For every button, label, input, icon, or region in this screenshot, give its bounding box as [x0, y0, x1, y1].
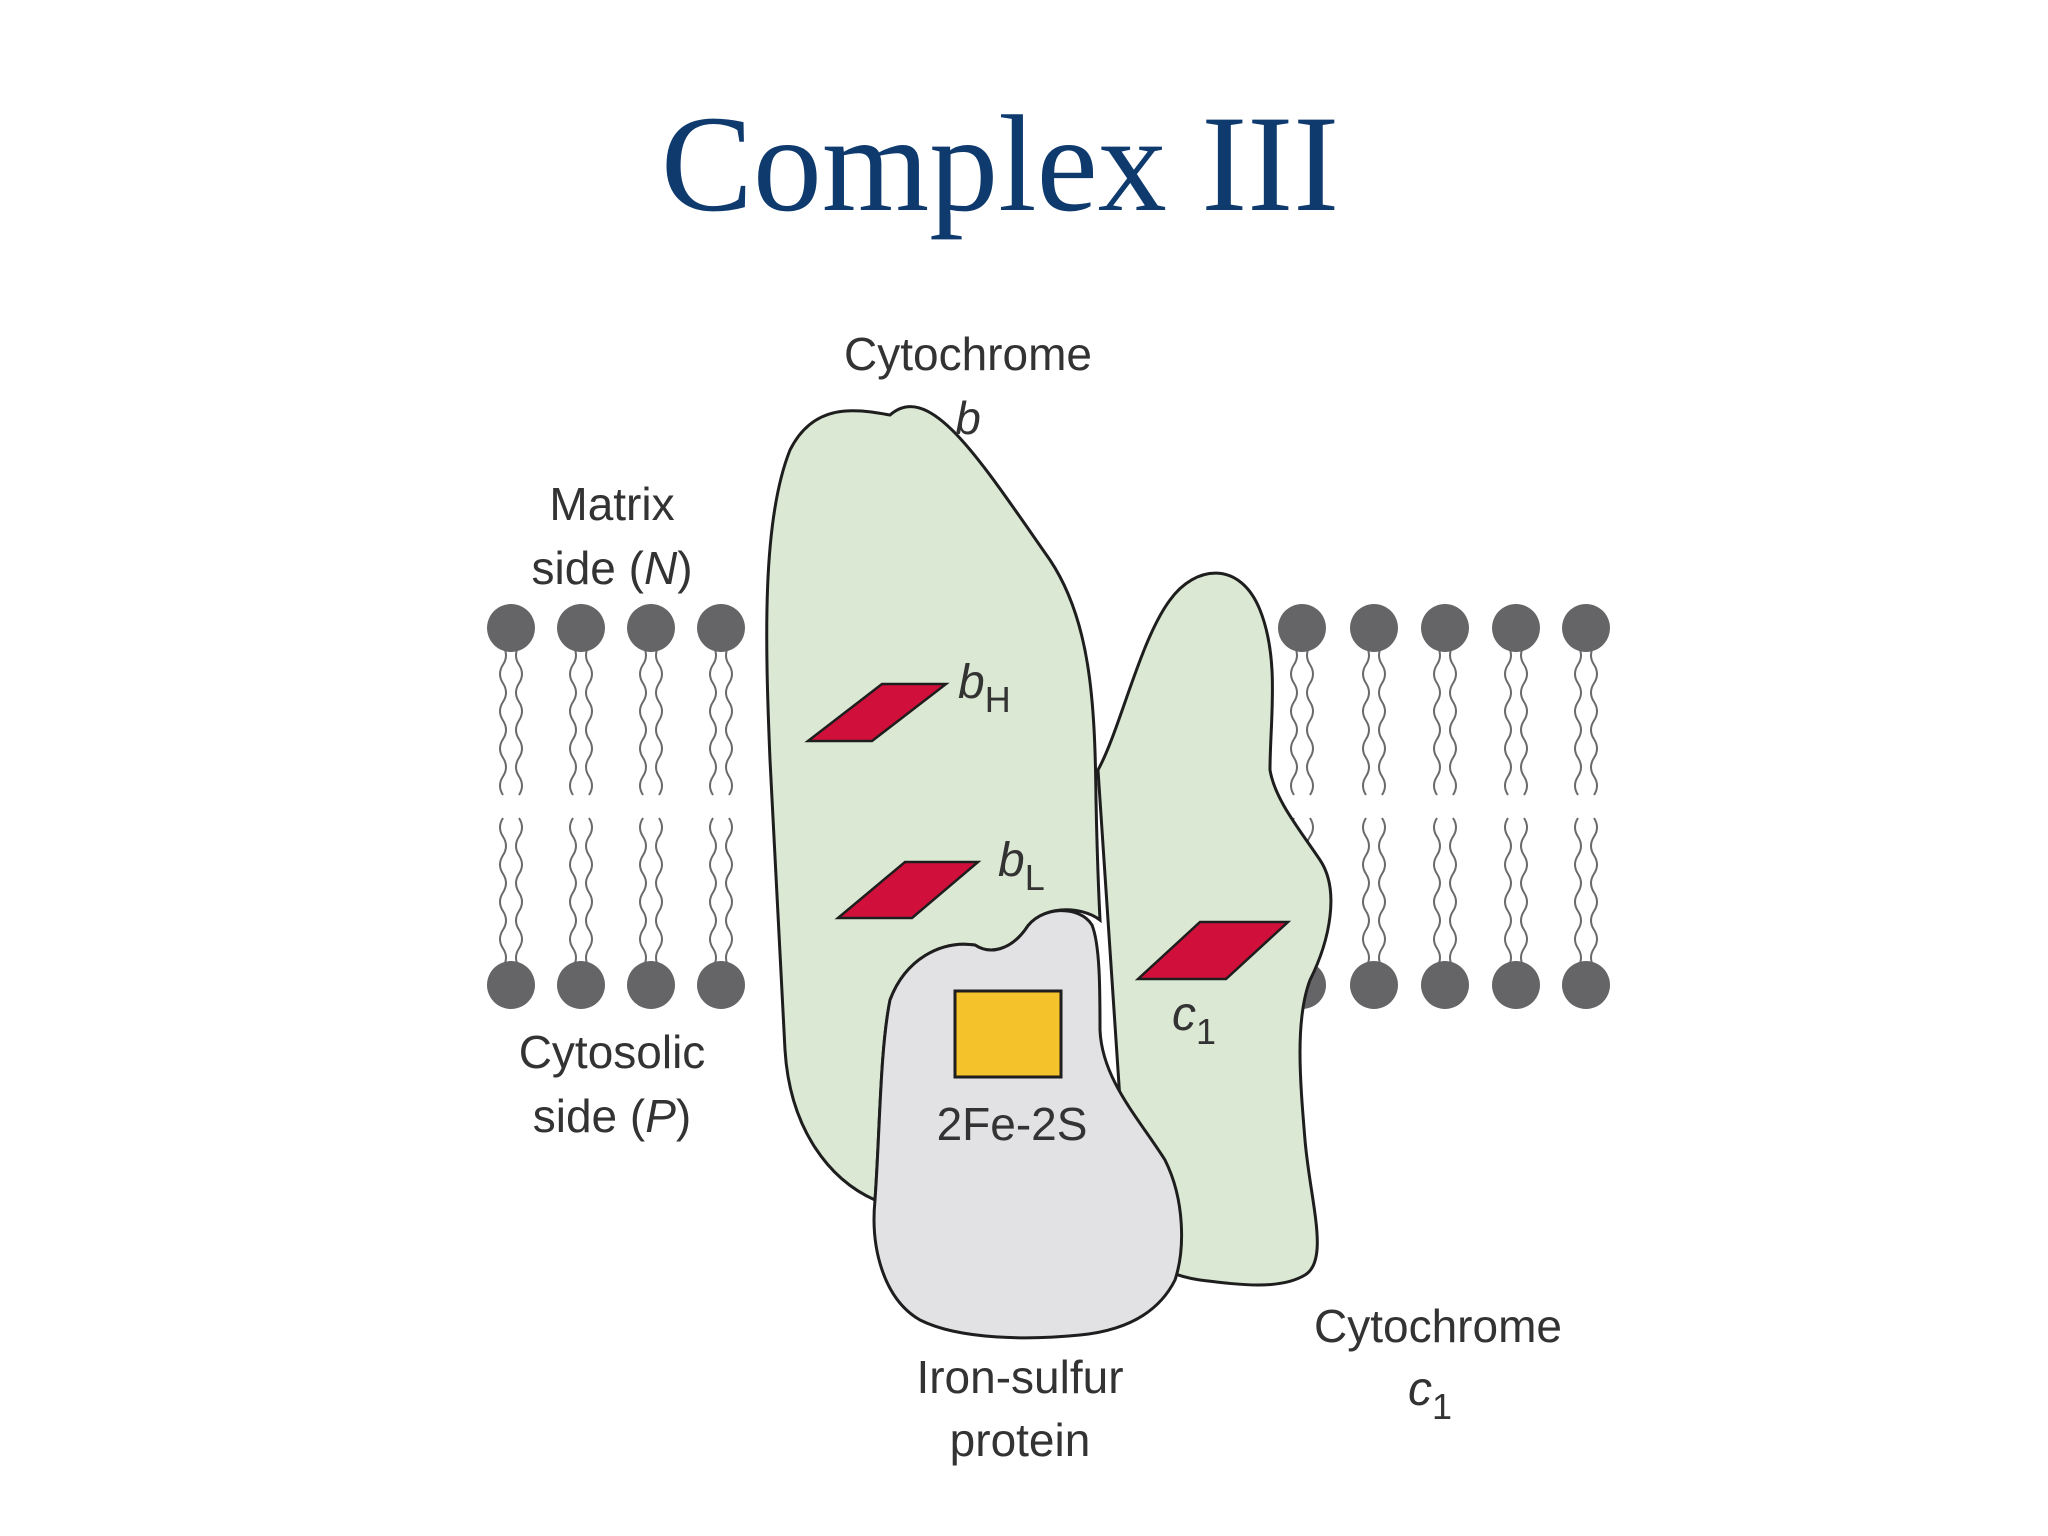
lipid-tail [585, 817, 593, 968]
lipid-tail [1290, 645, 1298, 796]
lipid-tail [1449, 817, 1457, 968]
lipid-head [697, 961, 745, 1009]
lipid-tail [1504, 817, 1512, 968]
lipid-tail [639, 645, 647, 796]
lipid-bilayer-left [487, 604, 745, 1009]
lipid-head [1350, 604, 1398, 652]
lipid-head [1562, 961, 1610, 1009]
lipid-tail [1504, 645, 1512, 796]
heme-bH-icon [804, 682, 950, 743]
lipid-tail [725, 645, 733, 796]
label-cytochrome-b: Cytochrome [844, 328, 1092, 380]
label-matrix-side: Matrix [549, 478, 674, 530]
label-cytochrome-c1-letter: c1 [1408, 1363, 1452, 1427]
label-iron-sulfur-protein: Iron-sulfur [916, 1351, 1123, 1403]
lipid-head [697, 604, 745, 652]
lipid-head [487, 961, 535, 1009]
lipid-tail [725, 817, 733, 968]
lipid-head [487, 604, 535, 652]
lipid-tail [569, 817, 577, 968]
label-iron-sulfur-protein-line2: protein [950, 1414, 1091, 1466]
label-cytosolic-side: Cytosolic [519, 1026, 706, 1078]
label-heme-bL: bL [998, 834, 1045, 898]
lipid-head [557, 604, 605, 652]
lipid-tail [1590, 645, 1598, 796]
lipid-head [1421, 961, 1469, 1009]
heme-c1-icon [1134, 920, 1292, 981]
lipid-head [627, 604, 675, 652]
label-cytochrome-b-letter: b [955, 392, 981, 444]
lipid-head [557, 961, 605, 1009]
lipid-tail [569, 645, 577, 796]
lipid-tail [585, 645, 593, 796]
heme-bL-icon [834, 860, 982, 920]
lipid-bilayer-right [1278, 604, 1610, 1009]
label-cytosolic-side-line2: side (P) [533, 1090, 692, 1142]
lipid-tail [1306, 645, 1314, 796]
lipid-tail [1378, 817, 1386, 968]
lipid-tail [709, 817, 717, 968]
lipid-tail [1362, 817, 1370, 968]
iron-sulfur-protein [872, 909, 1184, 1340]
lipid-tail [1362, 645, 1370, 796]
label-heme-c1: c1 [1172, 988, 1216, 1052]
lipid-tail [1433, 817, 1441, 968]
lipid-tail [1590, 817, 1598, 968]
fe-s-cluster-icon [953, 989, 1063, 1079]
lipid-tail [515, 817, 523, 968]
lipid-tail [1574, 645, 1582, 796]
lipid-head [1350, 961, 1398, 1009]
lipid-tail [515, 645, 523, 796]
lipid-tail [1520, 645, 1528, 796]
label-2fe-2s: 2Fe-2S [937, 1098, 1088, 1150]
label-cytochrome-c1: Cytochrome [1314, 1300, 1562, 1352]
slide-title: Complex III [660, 87, 1340, 240]
lipid-head [1492, 604, 1540, 652]
label-heme-bH: bH [958, 656, 1011, 720]
lipid-head [1421, 604, 1469, 652]
lipid-tail [1520, 817, 1528, 968]
lipid-tail [1574, 817, 1582, 968]
lipid-tail [639, 817, 647, 968]
lipid-tail [655, 645, 663, 796]
lipid-tail [655, 817, 663, 968]
lipid-tail [1378, 645, 1386, 796]
lipid-head [1278, 604, 1326, 652]
lipid-tail [1449, 645, 1457, 796]
lipid-tail [709, 645, 717, 796]
lipid-tail [499, 817, 507, 968]
lipid-tail [499, 645, 507, 796]
lipid-head [1562, 604, 1610, 652]
lipid-head [1492, 961, 1540, 1009]
lipid-tail [1433, 645, 1441, 796]
label-matrix-side-line2: side (N) [531, 542, 692, 594]
lipid-head [627, 961, 675, 1009]
